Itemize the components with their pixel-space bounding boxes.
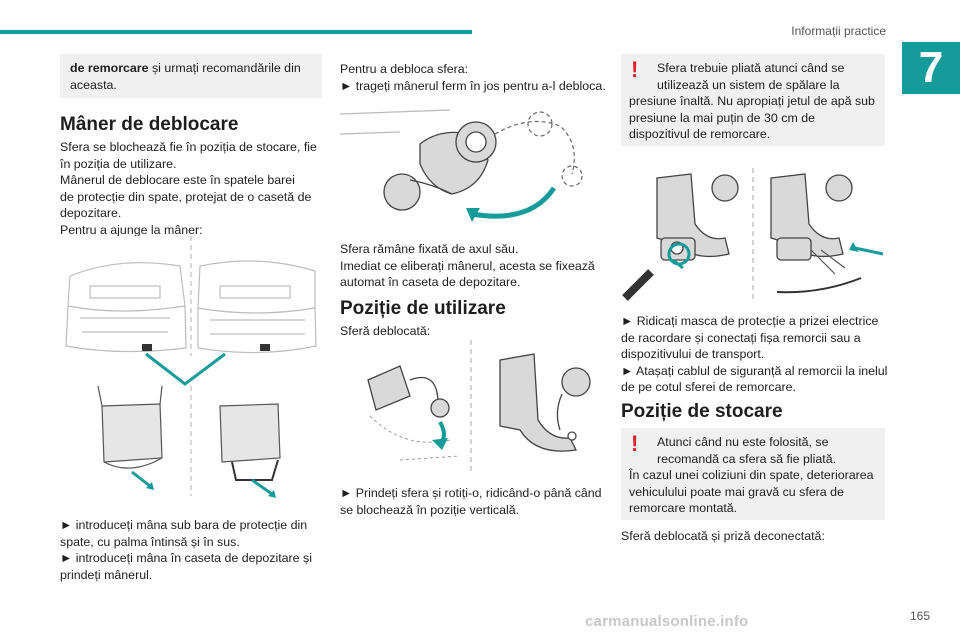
step-line: spate, cu palma întinsă și în sus. [60, 534, 240, 549]
text-line: Pentru a ajunge la mâner: [60, 222, 203, 237]
step-line: se blochează în poziție verticală. [340, 502, 520, 517]
step-line: ► trageți mânerul ferm în jos pentru a-l… [340, 78, 606, 93]
step-line: de racordare și conectați fișa remorcii … [621, 330, 861, 345]
warning-high-pressure: ! Sfera trebuie pliată atunci când se ut… [621, 54, 885, 146]
after-unlock-text: Sfera rămâne fixată de axul său. Imediat… [340, 241, 615, 291]
text-line: depozitare. [60, 206, 122, 220]
subheading-ball-unplugged: Sferă deblocată și priză deconectată: [621, 529, 825, 543]
illustration-connect-plug [621, 168, 885, 302]
text-line: Imediat ce eliberați mânerul, acesta se … [340, 258, 595, 273]
warning-line: În cazul unei coliziuni din spate, deter… [629, 468, 874, 482]
heading-storage-position: Poziție de stocare [621, 401, 783, 422]
page-number: 165 [909, 609, 930, 623]
continued-note: de remorcare și urmați recomandările din… [60, 54, 322, 98]
warning-line: utilizează un sistem de spălare la [657, 77, 840, 92]
step-line: ► Atașați cablul de siguranță al remorci… [621, 363, 888, 378]
section-title: Informații practice [791, 24, 886, 38]
handle-steps-text: ► introduceți mâna sub bara de protecție… [60, 517, 330, 583]
text-line: Sfera rămâne fixată de axul său. [340, 242, 519, 256]
text-line: în poziția de utilizare. [60, 156, 177, 171]
release-handle-text: Sfera se blochează fie în poziția de sto… [60, 139, 330, 238]
warning-line: recomandă ca sfera să fie pliată. [657, 451, 837, 466]
watermark: carmanualsonline.info [585, 613, 749, 630]
heading-release-handle: Mâner de deblocare [60, 114, 239, 135]
warning-icon: ! [631, 57, 639, 82]
note-text: și urmați recomandările din [148, 61, 301, 75]
warning-line: vehiculului poate mai gravă cu sfera de [629, 484, 844, 499]
header-accent-bar [0, 30, 472, 34]
text-line: Mânerul de deblocare este în spatele bar… [60, 173, 295, 187]
step-line: ► Ridicați masca de protecție a prizei e… [621, 314, 879, 328]
illustration-unlock-handle [340, 104, 602, 230]
text-line: Sfera se blochează fie în poziția de sto… [60, 140, 317, 154]
step-line: ► introduceți mâna sub bara de protecție… [60, 518, 308, 532]
step-line: prindeți mânerul. [60, 567, 153, 582]
chapter-number: 7 [902, 42, 960, 94]
connect-steps-text: ► Ridicați masca de protecție a prizei e… [621, 313, 891, 396]
warning-line: remorcare montată. [629, 501, 738, 515]
warning-fold-ball: ! Atunci când nu este folosită, se recom… [621, 428, 885, 520]
text-line: automat în caseta de depozitare. [340, 275, 521, 289]
step-line: ► Prindeți sfera și rotiți-o, ridicând-o… [340, 486, 602, 500]
warning-icon: ! [631, 431, 639, 456]
warning-line: presiune înaltă. [629, 94, 714, 108]
text-line: Pentru a debloca sfera: [340, 62, 469, 76]
warning-line: Nu apropiați jetul de apă sub presiune l… [629, 94, 875, 125]
warning-line: puțin de 30 cm de dispozitivul de remorc… [629, 110, 815, 142]
illustration-rear-bumper-handle [60, 236, 322, 508]
rotate-steps-text: ► Prindeți sfera și rotiți-o, ridicând-o… [340, 485, 615, 518]
heading-position-of-use: Poziție de utilizare [340, 298, 506, 319]
text-line: de protecție din spate, protejat de o ca… [60, 189, 312, 204]
note-bold-text: de remorcare [70, 61, 149, 75]
note-text-line2: aceasta. [70, 78, 117, 92]
unlock-intro-text: Pentru a debloca sfera: ► trageți mâneru… [340, 61, 615, 94]
step-line: dispozitivului de transport. [621, 347, 765, 361]
step-line: de pe cotul sferei de remorcare. [621, 380, 796, 394]
subheading-ball-unlocked: Sferă deblocată: [340, 324, 431, 338]
warning-line: Sfera trebuie pliată atunci când se [657, 61, 845, 75]
warning-line: Atunci când nu este folosită, se [657, 435, 829, 449]
step-line: ► introduceți mâna în caseta de depozita… [60, 551, 312, 565]
illustration-rotate-ball [340, 340, 602, 472]
